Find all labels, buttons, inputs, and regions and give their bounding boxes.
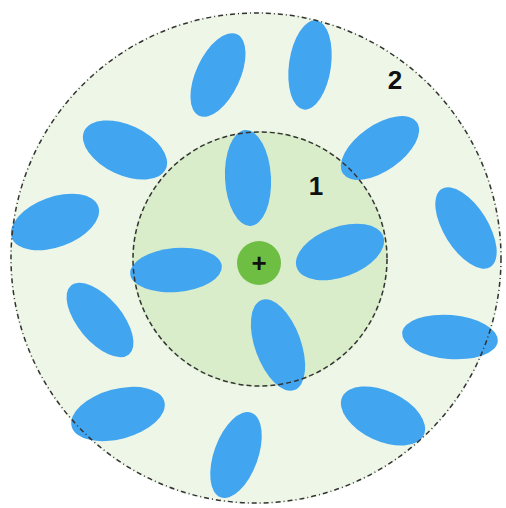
solvent-molecule — [200, 405, 272, 505]
solvent-molecule — [65, 377, 171, 450]
outer-shell: 21+ — [10, 12, 502, 504]
solvent-molecule — [223, 129, 274, 227]
outer-shell-fill — [10, 12, 502, 504]
solvent-molecule — [423, 177, 506, 278]
cation: + — [236, 240, 282, 286]
solvent-molecule — [330, 103, 430, 192]
solvent-molecule — [240, 292, 316, 398]
charge-sign: + — [251, 250, 266, 276]
outer-shell-circle — [11, 13, 501, 503]
inner-shell: 1+ — [132, 131, 388, 387]
solvent-molecule — [179, 25, 257, 125]
solvent-molecule — [400, 311, 499, 363]
solvent-molecule — [3, 183, 107, 261]
solvent-molecule — [332, 374, 435, 457]
shell-number: 2 — [388, 67, 402, 93]
solvent-molecule — [288, 213, 392, 291]
shell-number: 1 — [309, 173, 323, 199]
solvent-molecules — [3, 18, 506, 505]
cation-circle — [237, 241, 281, 285]
solvent-molecule — [283, 18, 337, 113]
inner-shell-circle — [133, 132, 387, 386]
solvent-molecule — [54, 271, 146, 368]
solvent-molecule — [128, 244, 223, 296]
